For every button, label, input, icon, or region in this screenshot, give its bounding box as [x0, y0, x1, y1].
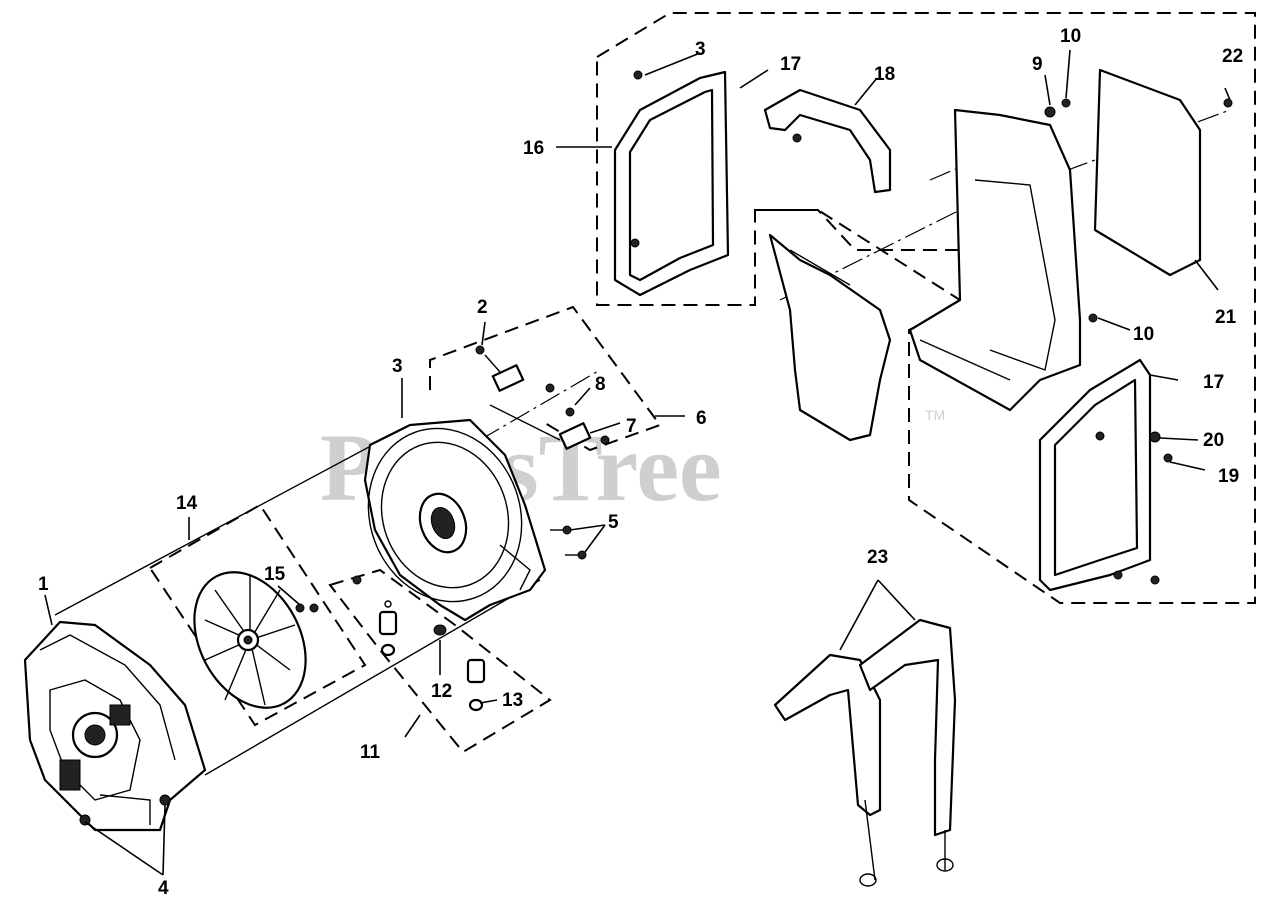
lower-frame — [1038, 358, 1173, 592]
screws-5 — [550, 525, 587, 560]
group-outline-handle-frame — [596, 12, 1256, 604]
callout-3-housing: 3 — [392, 356, 403, 377]
assembly-line-lower — [204, 579, 541, 776]
callout-7: 7 — [626, 416, 637, 437]
callout-9: 9 — [1032, 54, 1043, 75]
watermark-trademark: TM — [925, 407, 945, 423]
callout-6: 6 — [696, 408, 707, 429]
callout-19: 19 — [1218, 466, 1239, 487]
leader-lines — [44, 49, 1231, 876]
vibration-mounts — [352, 575, 486, 712]
callout-4: 4 — [158, 878, 169, 899]
fan-impeller — [193, 571, 319, 709]
callout-5: 5 — [608, 512, 619, 533]
shoulder-straps — [773, 618, 957, 887]
callout-12: 12 — [431, 681, 452, 702]
frame-liner — [768, 233, 892, 442]
callout-11: 11 — [360, 742, 381, 763]
callout-15: 15 — [264, 564, 286, 585]
throttle-hardware — [475, 345, 610, 450]
group-outline-hardware — [429, 305, 662, 452]
grab-handle — [763, 88, 892, 194]
center-line-blower — [479, 369, 601, 441]
handle-frame — [613, 70, 730, 297]
assembly-line-upper — [54, 424, 411, 616]
callout-1: 1 — [38, 574, 49, 595]
callout-20: 20 — [1203, 430, 1224, 451]
callout-10-side: 10 — [1133, 324, 1154, 345]
blower-housing-front — [23, 620, 207, 832]
group-outline-mounts — [328, 568, 552, 754]
callout-14: 14 — [176, 493, 198, 514]
callout-23: 23 — [867, 547, 888, 568]
screws-4 — [79, 794, 171, 826]
callout-21: 21 — [1215, 307, 1237, 328]
callout-3-frame: 3 — [695, 39, 706, 60]
blower-housing-back — [363, 418, 547, 622]
callout-8: 8 — [595, 374, 606, 395]
callout-18: 18 — [874, 64, 895, 85]
callout-16: 16 — [523, 138, 544, 159]
callout-13: 13 — [502, 690, 523, 711]
callout-17-lower: 17 — [1203, 372, 1224, 393]
callout-2: 2 — [477, 297, 488, 318]
callout-10-top: 10 — [1060, 26, 1081, 47]
back-plate — [1093, 68, 1233, 277]
backpack-frame — [908, 98, 1098, 412]
callout-22: 22 — [1222, 46, 1243, 67]
callout-17-top: 17 — [780, 54, 801, 75]
